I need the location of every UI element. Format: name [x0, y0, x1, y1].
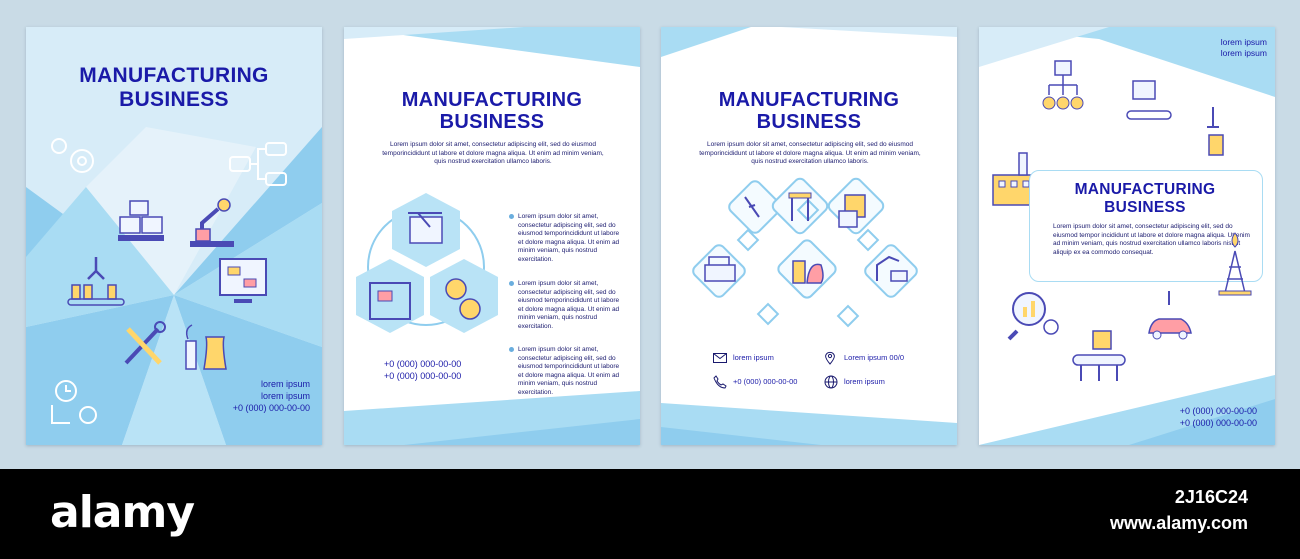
page3-intro: Lorem ipsum dolor sit amet, consectetur …: [699, 141, 921, 165]
conveyor-robot-icon: [67, 257, 125, 306]
oil-rig-icon: [1218, 232, 1252, 296]
page4-text-card: [1029, 170, 1263, 282]
web-label: lorem ipsum: [844, 377, 885, 386]
brochure-page-2: MANUFACTURING BUSINESS Lorem ipsum dolor…: [344, 27, 640, 445]
bullet-text: Lorem ipsum dolor sit amet, consectetur …: [518, 346, 620, 396]
page2-phones: +0 (000) 000-00-00 +0 (000) 000-00-00: [384, 358, 504, 382]
tools-icon: [124, 321, 166, 365]
bullet-text: Lorem ipsum dolor sit amet, consectetur …: [518, 213, 620, 263]
page4-title-line1: MANUFACTURING: [1074, 181, 1216, 198]
page2-title: MANUFACTURING BUSINESS: [344, 89, 640, 133]
magnifier-chart-icon: [1007, 292, 1059, 341]
monitor-chart-icon: [219, 258, 267, 303]
time-cycle-icon: [51, 380, 97, 424]
stock-website: www.alamy.com: [1109, 513, 1248, 533]
cover-title-line2: BUSINESS: [119, 88, 229, 111]
envelope-icon: [713, 353, 727, 363]
phone-number: +0 (000) 000-00-00: [1179, 418, 1257, 428]
robot-arm-icon: [190, 198, 234, 247]
page4-phones: +0 (000) 000-00-00 +0 (000) 000-00-00: [1129, 405, 1257, 429]
brochure-cover-panel: MANUFACTURING BUSINESS: [26, 27, 322, 445]
location-pin-icon: [825, 351, 835, 365]
page3-background-shapes: [661, 27, 957, 445]
phone-number: +0 (000) 000-00-00: [384, 371, 462, 381]
diamond-grid-icons: [692, 177, 918, 328]
cover-background-shapes: [26, 127, 322, 445]
page3-title: MANUFACTURING BUSINESS: [661, 89, 957, 133]
phone-icon: [713, 375, 727, 389]
cover-contact-line: lorem ipsum: [260, 391, 310, 401]
flowchart-icon: [229, 142, 287, 186]
boxes-pallet-icon: [118, 200, 164, 241]
brochure-page-3: MANUFACTURING BUSINESS Lorem ipsum dolor…: [661, 27, 957, 445]
page3-title-line1: MANUFACTURING: [718, 89, 900, 111]
cover-title-line1: MANUFACTURING: [79, 64, 269, 87]
stock-watermark-bar: alamy 2J16C24 www.alamy.com: [0, 469, 1300, 559]
globe-icon: [824, 375, 838, 389]
bullet-dot: [509, 347, 514, 352]
gears-icon: [51, 138, 94, 173]
top-label: lorem ipsum: [1220, 37, 1267, 47]
page4-title: MANUFACTURING BUSINESS: [1029, 181, 1261, 217]
phone-number: +0 (000) 000-00-00: [1179, 406, 1257, 416]
page4-body: Lorem ipsum dolor sit amet, consectetur …: [1053, 223, 1250, 256]
phone-number: +0 (000) 000-00-00: [384, 359, 462, 369]
page2-background-shapes: [344, 27, 640, 445]
conveyor-package-icon: [1072, 330, 1126, 381]
page3-title-line2: BUSINESS: [756, 111, 862, 133]
bullet-dot: [509, 281, 514, 286]
car-assembly-icon: [1148, 291, 1192, 340]
stock-image-id: 2J16C24: [1174, 487, 1248, 507]
brochure-page-4: lorem ipsum lorem ipsum MANUFACTURING BU…: [979, 27, 1275, 445]
hexagon-cluster-icon: [356, 193, 498, 333]
location-label: Lorem ipsum 00/0: [844, 353, 905, 362]
cover-contact-block: lorem ipsum lorem ipsum +0 (000) 000-00-…: [206, 378, 310, 414]
cover-title: MANUFACTURING BUSINESS: [26, 64, 322, 112]
page4-title-line2: BUSINESS: [1104, 199, 1186, 216]
page4-background-shapes: [979, 27, 1275, 445]
bullet-text: Lorem ipsum dolor sit amet, consectetur …: [518, 280, 620, 330]
stock-logo: alamy: [50, 487, 195, 538]
bullet-dot: [509, 214, 514, 219]
factory-icon: [185, 324, 227, 370]
phone-label: +0 (000) 000-00-00: [733, 377, 798, 386]
top-label: lorem ipsum: [1220, 48, 1267, 58]
page4-top-labels: lorem ipsum lorem ipsum: [1169, 37, 1267, 59]
page2-title-line1: MANUFACTURING: [401, 89, 583, 111]
cover-contact-line: lorem ipsum: [260, 379, 310, 389]
page2-intro: Lorem ipsum dolor sit amet, consectetur …: [382, 141, 604, 165]
cover-contact-phone: +0 (000) 000-00-00: [232, 403, 310, 413]
email-label: lorem ipsum: [733, 353, 774, 362]
page2-title-line2: BUSINESS: [439, 111, 545, 133]
